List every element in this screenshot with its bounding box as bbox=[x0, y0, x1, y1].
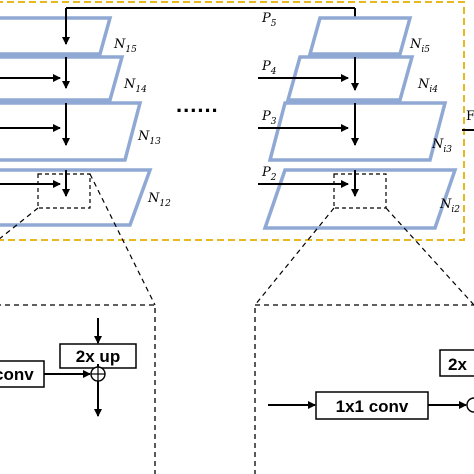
right-detail-box bbox=[254, 304, 474, 474]
label-ni4: Ni4 bbox=[417, 77, 438, 95]
right-plane-ni3 bbox=[267, 101, 448, 162]
detail-right-upsample-box bbox=[439, 349, 474, 377]
left-plane-n13 bbox=[0, 101, 143, 162]
edge-text: F bbox=[466, 109, 474, 124]
left-lateral-arrows bbox=[0, 74, 61, 188]
right-labels: Ni5 Ni4 Ni3 Ni2 bbox=[409, 37, 460, 215]
left-labels: N15 N14 N13 N12 bbox=[113, 37, 171, 209]
right-plane-ni2 bbox=[262, 168, 458, 230]
ellipsis: ...... bbox=[176, 92, 219, 117]
label-n15: N15 bbox=[113, 37, 137, 55]
label-p5: P5 bbox=[261, 11, 277, 29]
dashed-region-border bbox=[0, 1, 465, 241]
left-plane-n14 bbox=[0, 55, 125, 102]
left-plane-n15 bbox=[0, 16, 113, 56]
left-plane-stack bbox=[0, 16, 153, 227]
label-n12: N12 bbox=[147, 191, 171, 209]
detail-left-upsample-label: 2x up bbox=[76, 347, 120, 366]
label-n13: N13 bbox=[137, 129, 161, 147]
right-plane-stack bbox=[262, 16, 458, 230]
detail-left-conv-label: conv bbox=[0, 365, 34, 384]
detail-right-add-node bbox=[466, 397, 474, 413]
label-ni5: Ni5 bbox=[409, 37, 430, 55]
detail-right-conv-box bbox=[315, 391, 429, 420]
zoom-lines bbox=[0, 173, 474, 306]
p-labels: P5 P4 P3 P2 bbox=[261, 11, 277, 183]
right-plane-ni5 bbox=[307, 16, 413, 56]
label-p4: P4 bbox=[261, 59, 277, 77]
right-lateral-arrows bbox=[258, 74, 349, 188]
right-focus-box bbox=[333, 173, 387, 209]
detail-right-conv-label: 1x1 conv bbox=[336, 397, 409, 416]
left-focus-box bbox=[37, 173, 91, 209]
label-ni3: Ni3 bbox=[431, 137, 452, 155]
label-p2: P2 bbox=[261, 165, 277, 183]
label-ni2: Ni2 bbox=[439, 197, 460, 215]
label-p3: P3 bbox=[261, 109, 277, 127]
left-plane-n12 bbox=[0, 168, 153, 227]
detail-left-conv-box bbox=[0, 360, 45, 388]
left-detail-box bbox=[0, 304, 156, 474]
detail-right-upsample-label: 2x bbox=[448, 355, 467, 374]
right-plane-ni4 bbox=[285, 55, 415, 102]
label-n14: N14 bbox=[123, 77, 147, 95]
